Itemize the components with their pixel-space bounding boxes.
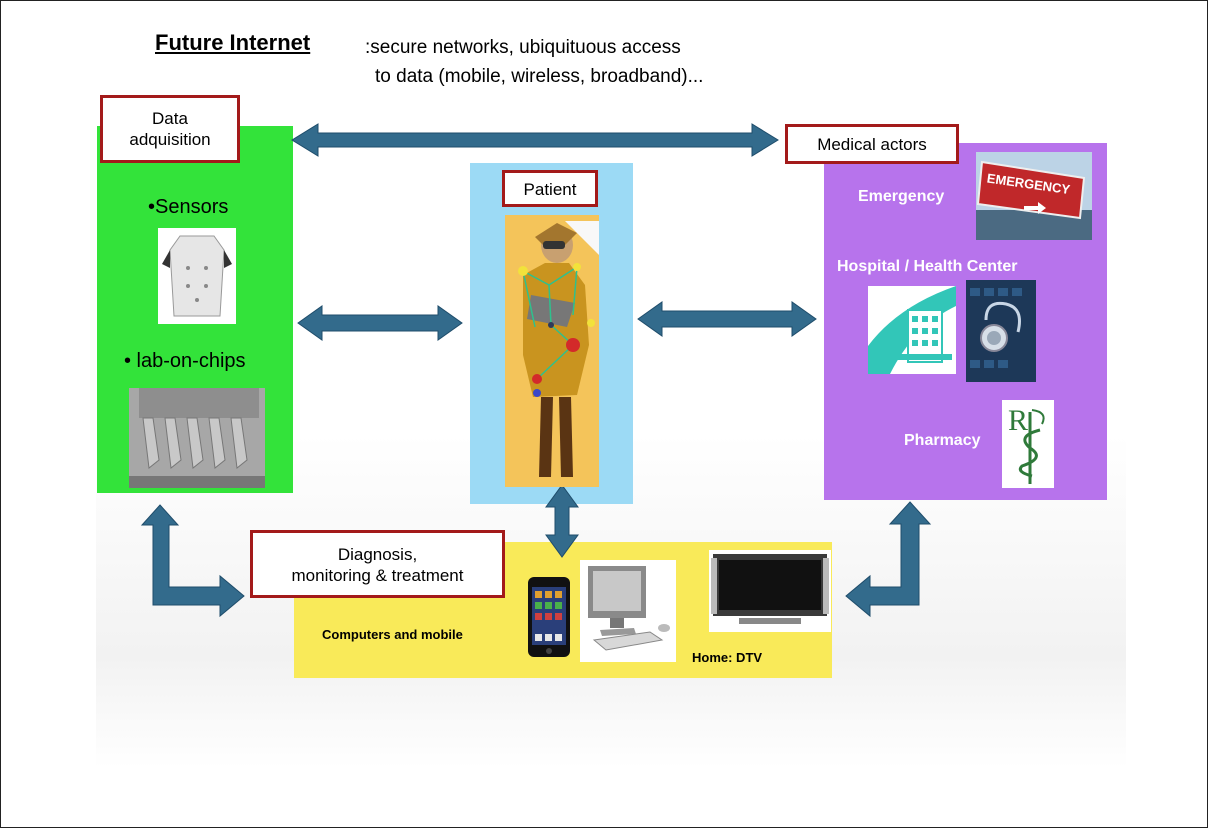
arrow-right-double (637, 301, 817, 337)
diagnosis-label-line1: Diagnosis, (337, 545, 418, 564)
lab-on-chip-micrograph-icon (129, 388, 265, 488)
sensors-label: •Sensors (148, 196, 229, 218)
medical-actors-label-box: Medical actors (785, 124, 959, 164)
sensor-vest-icon (158, 228, 236, 324)
patient-label: Patient (523, 180, 577, 199)
hospital-label: Hospital / Health Center (837, 258, 1018, 275)
diagnosis-label-box: Diagnosis, monitoring & treatment (250, 530, 505, 598)
title-main: Future Internet (155, 30, 311, 55)
pharmacy-label: Pharmacy (904, 432, 981, 449)
medical-actors-label: Medical actors (817, 135, 927, 154)
svg-text:R: R (1008, 404, 1028, 437)
diagnosis-label-line2: monitoring & treatment (291, 566, 464, 585)
arrow-vertical-double (545, 484, 579, 558)
television-icon (709, 550, 831, 632)
data-acquisition-label-line2: adquisition (129, 130, 211, 149)
data-acquisition-label-box: Data adquisition (100, 95, 240, 163)
hospital-building-icon (868, 286, 956, 374)
arrow-elbow-left (140, 504, 245, 618)
title-subtitle-line2: to data (mobile, wireless, broadband)... (375, 66, 704, 87)
lab-on-chips-label: • lab-on-chips (124, 350, 246, 372)
title-subtitle-line1: :secure networks, ubiquituous access (365, 37, 681, 58)
patient-label-box: Patient (502, 170, 598, 207)
home-dtv-label: Home: DTV (692, 650, 763, 665)
computers-mobile-label: Computers and mobile (322, 627, 463, 642)
patient-figure-icon (505, 215, 599, 487)
arrow-top-double (291, 123, 779, 157)
arrow-left-double (297, 305, 463, 341)
pharmacy-symbol-icon: R (1002, 400, 1054, 488)
emergency-sign-icon: EMERGENCY (976, 152, 1092, 240)
desktop-computer-icon (580, 560, 676, 662)
stethoscope-icon (966, 280, 1036, 382)
emergency-label: Emergency (858, 188, 945, 205)
arrow-elbow-right (845, 501, 932, 618)
smartphone-icon (528, 577, 570, 657)
data-acquisition-label-line1: Data (152, 109, 188, 128)
